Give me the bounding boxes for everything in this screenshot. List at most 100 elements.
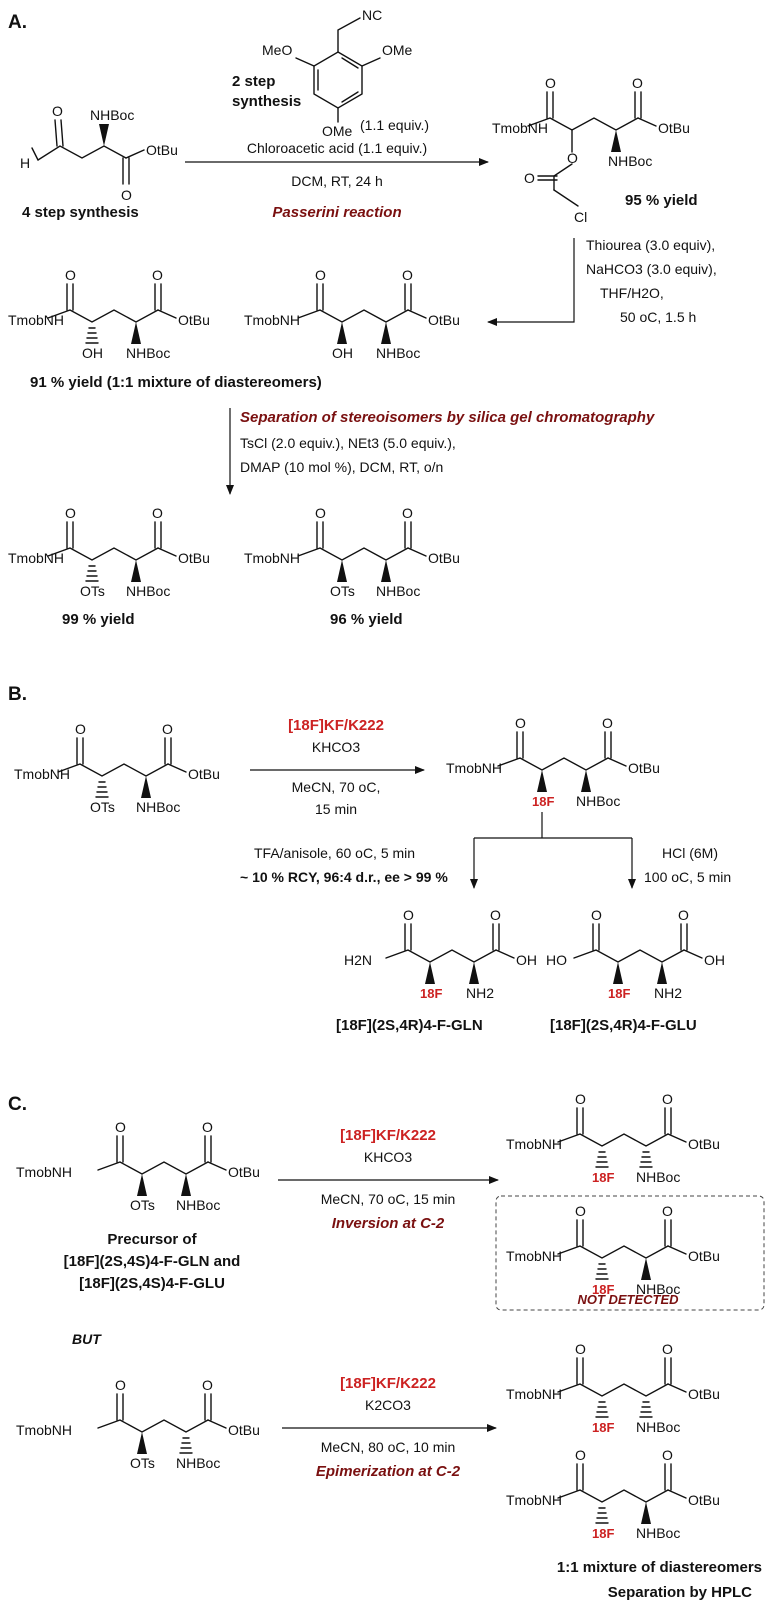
two-step-label-1: 2 step	[232, 73, 275, 90]
aldehyde-h: H	[20, 155, 30, 171]
hydroxy1-nhboc: NHBoc	[126, 345, 170, 361]
passerini-amide-o: O	[545, 75, 556, 91]
passerini-product: O TmobNH O OtBu O O NHBoc Cl	[492, 75, 690, 225]
temp-condition: 50 oC, 1.5 h	[620, 309, 696, 325]
b-fluoro-nhboc: NHBoc	[576, 793, 620, 809]
c-inv-amide-o: O	[575, 1091, 586, 1107]
c-ep-otbu: OtBu	[228, 1422, 260, 1438]
glu-name: [18F](2S,4R)4-F-GLU	[550, 1017, 697, 1034]
c-e2-f18: 18F	[592, 1526, 614, 1541]
passerini-reaction-name: Passerini reaction	[272, 204, 401, 221]
glu-oh: OH	[704, 952, 725, 968]
c-ep-ots: OTs	[130, 1455, 155, 1471]
gln-amide-o: O	[403, 907, 414, 923]
b-hcl-temp: 100 oC, 5 min	[644, 869, 731, 885]
panel-c-epimer-precursor: O TmobNH O OtBu OTs NHBoc	[16, 1377, 260, 1471]
isocyanide-equiv: (1.1 equiv.)	[360, 117, 429, 133]
fluoroglutamate-structure: O HO O OH 18F NH2	[546, 907, 725, 1001]
c-precursor-nhboc: NHBoc	[176, 1197, 220, 1213]
b-fluoro-otbu: OtBu	[628, 760, 660, 776]
passerini-cl: Cl	[574, 209, 587, 225]
isocyanide-ome-bottom: OMe	[322, 123, 353, 139]
aldehyde-ester-o: O	[121, 187, 132, 203]
c-ep-tmobnh: TmobNH	[16, 1422, 72, 1438]
c-e2-nhboc: NHBoc	[636, 1525, 680, 1541]
hydroxy2-tmobnh: TmobNH	[244, 312, 300, 328]
hydroxy2-oh: OH	[332, 345, 353, 361]
tosylate2-tmobnh: TmobNH	[244, 550, 300, 566]
c-ep-amide-o: O	[115, 1377, 126, 1393]
tosylate-diastereomer-2: O TmobNH O OtBu OTs NHBoc	[244, 505, 460, 599]
b-tosylate-nhboc: NHBoc	[136, 799, 180, 815]
c-precursor-ester-o: O	[202, 1119, 213, 1135]
c-inv-f18: 18F	[592, 1170, 614, 1185]
c-e1-tmobnh: TmobNH	[506, 1386, 562, 1402]
hplc-label: Separation by HPLC	[608, 1584, 752, 1601]
c-khco3: KHCO3	[364, 1149, 412, 1165]
b-fluoro-amide-o: O	[515, 715, 526, 731]
c-kf-reagent-1: [18F]KF/K222	[340, 1127, 436, 1144]
tosylate2-yield: 96 % yield	[330, 611, 403, 628]
tosylate2-ester-o: O	[402, 505, 413, 521]
b-tosylate-tmobnh: TmobNH	[14, 766, 70, 782]
glu-acid-o2: O	[678, 907, 689, 923]
panel-c-precursor: O TmobNH O OtBu OTs NHBoc	[16, 1119, 260, 1213]
passerini-yield: 95 % yield	[625, 192, 698, 209]
precursor-label-3: [18F](2S,4S)4-F-GLU	[79, 1275, 225, 1292]
c-nd-f18: 18F	[592, 1282, 614, 1297]
panel-b-tosylate: O TmobNH O OtBu OTs NHBoc	[14, 721, 220, 815]
b-fluoro-f18: 18F	[532, 794, 554, 809]
gln-f18: 18F	[420, 986, 442, 1001]
gln-acid-o: O	[490, 907, 501, 923]
passerini-ester-o: O	[632, 75, 643, 91]
hydroxy1-ester-o: O	[152, 267, 163, 283]
c-epimerization-label: Epimerization at C-2	[316, 1463, 461, 1480]
c-mecn-condition-1: MeCN, 70 oC, 15 min	[321, 1191, 456, 1207]
b-fluoro-tmobnh: TmobNH	[446, 760, 502, 776]
glu-f18: 18F	[608, 986, 630, 1001]
b-hcl-condition: HCl (6M)	[662, 845, 718, 861]
c-nd-nhboc: NHBoc	[636, 1281, 680, 1297]
passerini-o-link: O	[567, 150, 578, 166]
c-e1-amide-o: O	[575, 1341, 586, 1357]
c-e2-ester-o: O	[662, 1447, 673, 1463]
hydroxy-yield: 91 % yield (1:1 mixture of diastereomers…	[30, 374, 322, 391]
aldehyde-otbu: OtBu	[146, 142, 178, 158]
gln-h2n: H2N	[344, 952, 372, 968]
tosylate2-amide-o: O	[315, 505, 326, 521]
isocyanide-meo: MeO	[262, 42, 292, 58]
glu-acid-o1: O	[591, 907, 602, 923]
gln-name: [18F](2S,4R)4-F-GLN	[336, 1017, 483, 1034]
isocyanide-ome-right: OMe	[382, 42, 413, 58]
c-e1-otbu: OtBu	[688, 1386, 720, 1402]
tosylate-diastereomer-1: O TmobNH O OtBu OTs NHBoc	[8, 505, 210, 599]
b-tosylate-ots: OTs	[90, 799, 115, 815]
c-ep-ester-o: O	[202, 1377, 213, 1393]
but-label: BUT	[72, 1331, 102, 1347]
c-e2-tmobnh: TmobNH	[506, 1492, 562, 1508]
c-mecn-condition-2: MeCN, 80 oC, 10 min	[321, 1439, 456, 1455]
hydroxy2-otbu: OtBu	[428, 312, 460, 328]
b-kf-reagent: [18F]KF/K222	[288, 717, 384, 734]
c-nd-amide-o: O	[575, 1203, 586, 1219]
thiourea-condition: Thiourea (3.0 equiv),	[586, 237, 715, 253]
hydroxy2-nhboc: NHBoc	[376, 345, 420, 361]
b-fluoro-ester-o: O	[602, 715, 613, 731]
c-ep-nhboc: NHBoc	[176, 1455, 220, 1471]
c-e2-otbu: OtBu	[688, 1492, 720, 1508]
b-branch-line	[474, 812, 632, 839]
separation-note: Separation of stereoisomers by silica ge…	[240, 409, 655, 426]
hydroxy1-oh: OH	[82, 345, 103, 361]
c-nd-otbu: OtBu	[688, 1248, 720, 1264]
mixture-label: 1:1 mixture of diastereomers	[557, 1559, 762, 1576]
panel-b-fluoro-product: O TmobNH O OtBu 18F NHBoc	[446, 715, 660, 809]
c-inv-nhboc: NHBoc	[636, 1169, 680, 1185]
tosylate2-ots: OTs	[330, 583, 355, 599]
nahco3-condition: NaHCO3 (3.0 equiv),	[586, 261, 717, 277]
hydroxy1-tmobnh: TmobNH	[8, 312, 64, 328]
c-precursor-tmobnh: TmobNH	[16, 1164, 72, 1180]
tosylate1-ester-o: O	[152, 505, 163, 521]
c-not-detected-structure: O TmobNH O OtBu 18F NHBoc	[506, 1203, 720, 1297]
tosylate1-amide-o: O	[65, 505, 76, 521]
